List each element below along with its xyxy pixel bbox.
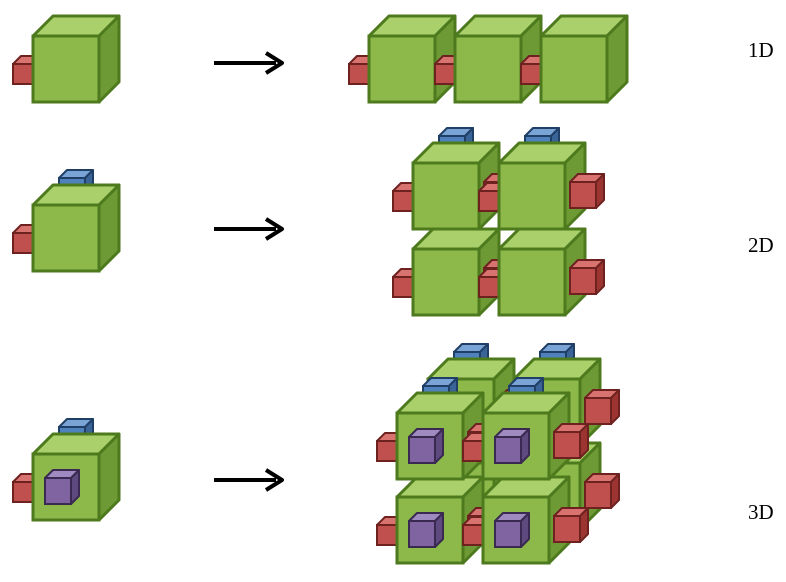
row1-chain-cube-1 [367, 14, 457, 104]
row3-front-cube-bottom-right-red-connector-right [553, 507, 589, 543]
row2-grid-cube-top-right [497, 141, 587, 231]
row1-source-cube [31, 14, 121, 104]
label-2d: 2D [748, 233, 774, 257]
right-arrow-icon [214, 51, 284, 75]
row3-source-cube-purple-connector-front [44, 469, 80, 505]
row3-front-cube-top-left-purple-connector-front [408, 428, 444, 464]
row2-grid-cube-top-right-red-connector-right [569, 173, 605, 209]
row3-front-cube-bottom-left-purple-connector-front [408, 512, 444, 548]
row3-front-cube-bottom-right-purple-connector-front [494, 512, 530, 548]
row2-grid-cube-bottom-right-red-connector-right [569, 259, 605, 295]
right-arrow-icon [214, 217, 284, 241]
row1-chain-cube-3 [539, 14, 629, 104]
right-arrow-icon [214, 468, 284, 492]
row2-source-cube [31, 183, 121, 273]
label-3d: 3D [748, 500, 774, 524]
row3-front-cube-top-right-purple-connector-front [494, 428, 530, 464]
row3-back-cube-bottom-right-red-connector-right [584, 473, 620, 509]
row3-front-cube-top-right-red-connector-right [553, 423, 589, 459]
label-1d: 1D [748, 38, 774, 62]
row3-back-cube-top-right-red-connector-right [584, 389, 620, 425]
